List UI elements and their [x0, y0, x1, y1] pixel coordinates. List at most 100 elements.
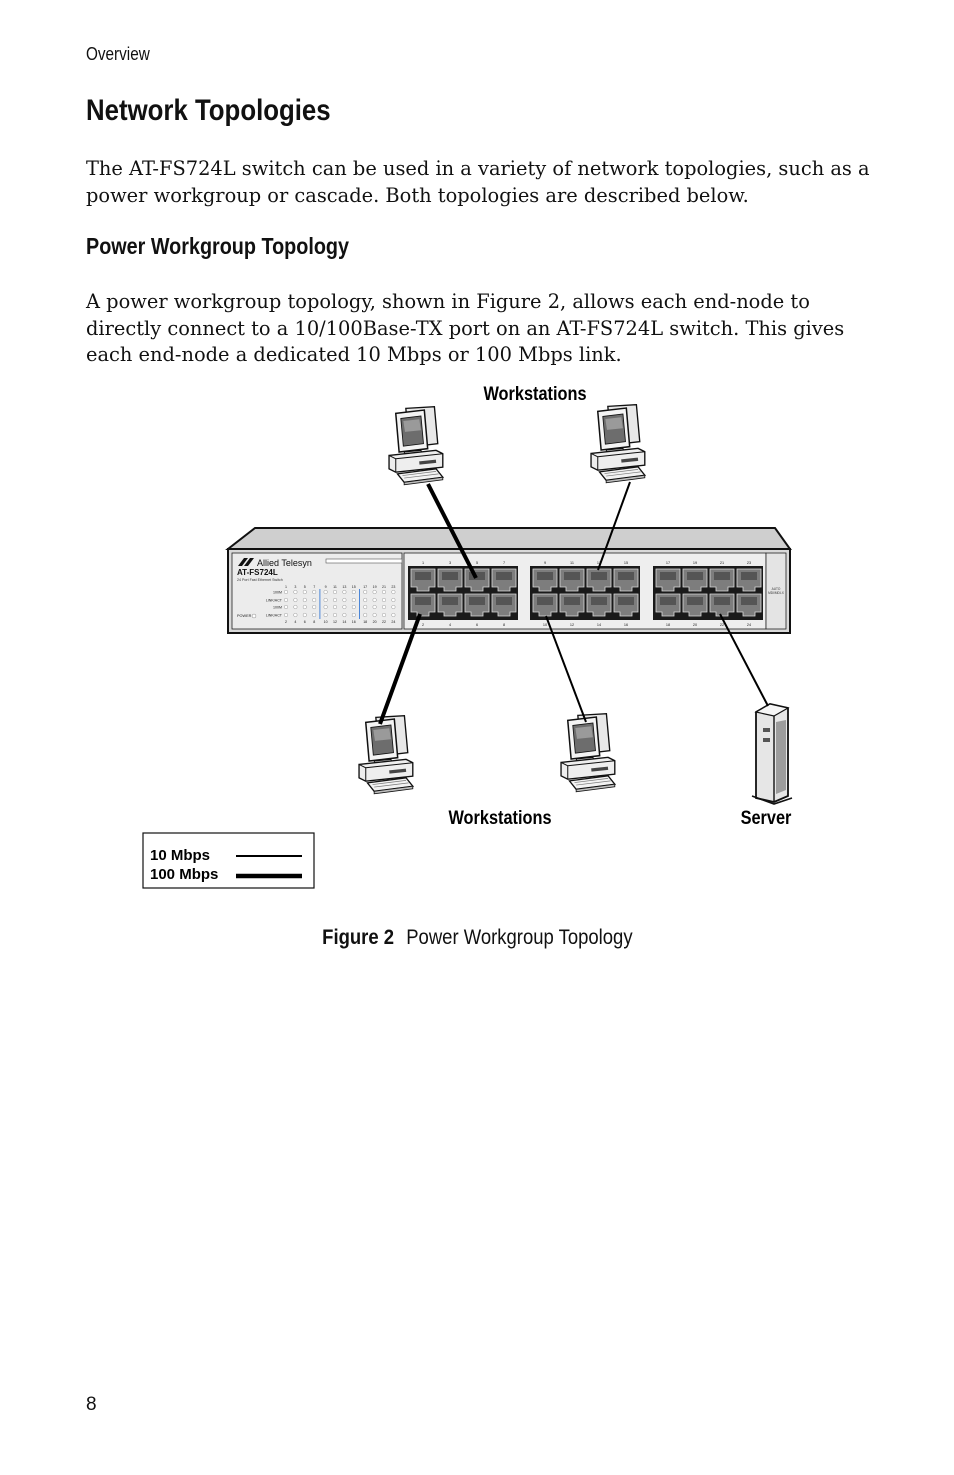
port-led: [381, 589, 387, 595]
port-number-top: 9: [544, 561, 546, 565]
rj45-port-contacts: [591, 597, 607, 605]
power-label: POWER: [237, 614, 252, 618]
port-number-bottom: 14: [597, 623, 601, 627]
mdix-label: MDI/MDI-X: [768, 591, 785, 595]
led-number-top: 3: [294, 585, 296, 589]
rj45-port-contacts: [687, 597, 703, 605]
port-number-top: 17: [666, 561, 670, 565]
led-number-bottom: 22: [382, 620, 386, 624]
port-led: [342, 612, 347, 618]
label-top-workstations: Workstations: [483, 383, 586, 404]
power-led: [251, 613, 257, 619]
rj45-port-contacts: [714, 597, 730, 605]
port-led: [302, 612, 307, 618]
cable-100mbps: [426, 483, 478, 579]
port-led: [363, 604, 368, 610]
workstation-top-right: [590, 403, 646, 484]
led-number-top: 19: [373, 585, 377, 589]
port-led: [363, 589, 368, 595]
led-row-label: 100M: [273, 606, 282, 610]
rj45-port-contacts: [660, 572, 676, 580]
port-number-bottom: 2: [422, 623, 424, 627]
port-led: [302, 604, 307, 610]
led-number-top: 13: [342, 585, 346, 589]
rj45-port-contacts: [537, 572, 553, 580]
rj45-port-contacts: [564, 572, 580, 580]
port-number-bottom: 22: [720, 623, 724, 627]
led-number-top: 23: [391, 585, 395, 589]
led-row-label: 100M: [273, 591, 282, 595]
port-number-bottom: 10: [543, 623, 547, 627]
led-number-top: 1: [285, 585, 287, 589]
rj45-port-contacts: [714, 572, 730, 580]
port-number-bottom: 18: [666, 623, 670, 627]
rj45-port-contacts: [618, 597, 634, 605]
rj45-port-contacts: [564, 597, 580, 605]
port-led: [293, 597, 298, 603]
rj45-port-contacts: [591, 572, 607, 580]
port-led: [312, 589, 317, 595]
cable-10mbps: [545, 615, 587, 723]
speed-legend: 10 Mbps 100 Mbps: [142, 832, 315, 889]
led-number-bottom: 18: [363, 620, 367, 624]
workstation-bottom-center: [560, 712, 616, 793]
port-number-bottom: 4: [449, 623, 451, 627]
rj45-port-contacts: [741, 597, 757, 605]
port-led: [342, 589, 347, 595]
port-led: [332, 604, 338, 610]
caption-label: Figure 2: [321, 926, 394, 949]
workstation-top-left: [388, 405, 444, 486]
port-number-bottom: 8: [503, 623, 505, 627]
port-led: [363, 612, 368, 618]
server-icon: [751, 703, 793, 805]
port-led: [372, 612, 377, 618]
led-number-bottom: 12: [333, 620, 337, 624]
led-number-bottom: 20: [373, 620, 377, 624]
port-number-top: 19: [693, 561, 697, 565]
port-number-top: 3: [449, 561, 451, 565]
port-led: [351, 597, 356, 603]
led-number-top: 21: [382, 585, 386, 589]
rj45-port-contacts: [442, 597, 458, 605]
port-led: [363, 597, 368, 603]
led-number-bottom: 8: [313, 620, 315, 624]
led-number-top: 7: [313, 585, 315, 589]
port-led: [391, 589, 396, 595]
port-led: [342, 604, 347, 610]
led-row-label: LINK/ACT: [266, 599, 283, 603]
port-led: [351, 604, 356, 610]
port-led: [323, 612, 328, 618]
rj45-port-contacts: [415, 572, 431, 580]
port-number-bottom: 12: [570, 623, 574, 627]
port-number-bottom: 24: [747, 623, 751, 627]
switch-subtitle: 24 Port Fast Ethernet Switch: [237, 578, 283, 582]
port-number-top: 7: [503, 561, 505, 565]
led-number-bottom: 16: [352, 620, 356, 624]
port-led: [312, 604, 317, 610]
rj45-port-contacts: [496, 572, 512, 580]
port-led: [332, 597, 338, 603]
intro-paragraph: The AT-FS724L switch can be used in a va…: [86, 157, 870, 207]
cable-100mbps: [378, 613, 422, 725]
port-led: [302, 589, 307, 595]
rj45-port-contacts: [741, 572, 757, 580]
label-bottom-workstations: Workstations: [448, 807, 551, 828]
port-led: [372, 604, 377, 610]
port-led: [381, 597, 387, 603]
port-led: [372, 597, 377, 603]
port-led: [381, 612, 387, 618]
port-led: [283, 604, 289, 610]
port-number-bottom: 6: [476, 623, 478, 627]
port-led: [323, 604, 328, 610]
led-number-bottom: 4: [294, 620, 296, 624]
port-number-top: 1: [422, 561, 424, 565]
auto-label: AUTO: [772, 587, 781, 591]
switch-model: AT-FS724L: [237, 568, 278, 577]
label-server: Server: [741, 807, 792, 828]
port-led: [351, 589, 356, 595]
switch-brand: Allied Telesyn: [257, 558, 312, 568]
port-led: [312, 612, 317, 618]
led-number-top: 9: [325, 585, 327, 589]
led-number-bottom: 6: [304, 620, 306, 624]
